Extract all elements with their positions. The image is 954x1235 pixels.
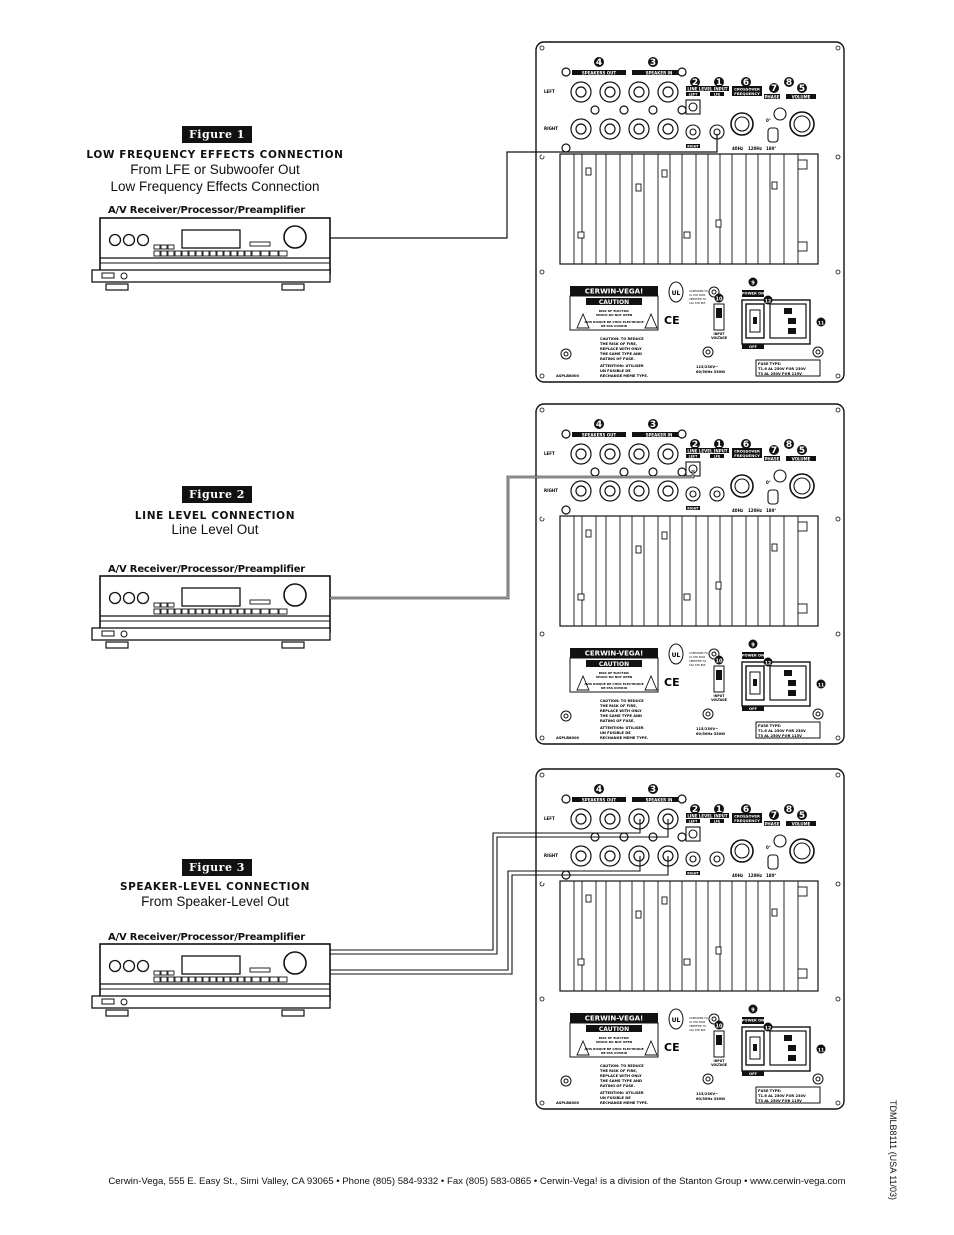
figure-3-title: SPEAKER-LEVEL CONNECTION (119, 881, 311, 893)
figure-3-receiver (91, 943, 331, 1017)
footer-contact: Cerwin-Vega, 555 E. Easy St., Simi Valle… (108, 1176, 846, 1187)
figure-2-line-cable-inner (330, 470, 694, 599)
figure-1-lfe-cable (330, 134, 718, 239)
figure-2-subtitle-1: Line Level Out (171, 522, 259, 537)
figure-2-badge: Figure 2 (182, 486, 252, 503)
figure-1-subtitle-2: Low Frequency Effects Connection (110, 179, 320, 194)
figure-3-subtitle-1: From Speaker-Level Out (141, 894, 289, 909)
figure-3-badge: Figure 3 (182, 859, 252, 876)
figure-3-speaker-cable-2b (330, 856, 669, 975)
figure-2-subwoofer-panel (535, 403, 845, 745)
figure-3-receiver-label: A/V Receiver/Processor/Preamplifier (108, 932, 306, 943)
figure-2-title: LINE LEVEL CONNECTION (134, 510, 296, 522)
document-code: TDMLB8111 (USA 11/03) (888, 1100, 898, 1201)
figure-2-receiver (91, 575, 331, 649)
figure-1-badge: Figure 1 (182, 126, 252, 143)
figure-1-subwoofer-panel (535, 41, 845, 383)
figure-3-speaker-cable-2a (330, 856, 641, 971)
figure-3-subwoofer-panel (535, 768, 845, 1110)
figure-3-speaker-cable-1a (330, 819, 641, 951)
figure-1-receiver (91, 217, 331, 291)
figure-1-subtitle-1: From LFE or Subwoofer Out (130, 162, 300, 177)
figure-1-title: LOW FREQUENCY EFFECTS CONNECTION (86, 149, 344, 161)
figure-1-receiver-label: A/V Receiver/Processor/Preamplifier (108, 205, 306, 216)
figure-3-speaker-cable-1b (330, 819, 669, 955)
figure-2-receiver-label: A/V Receiver/Processor/Preamplifier (108, 564, 306, 575)
